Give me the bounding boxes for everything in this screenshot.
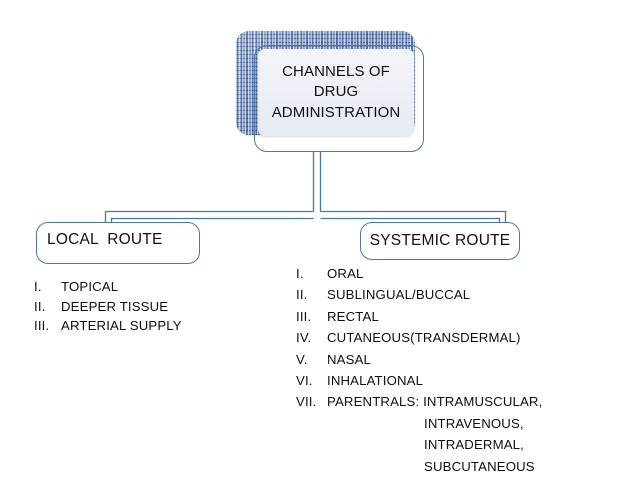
list-item-label: SUBLINGUAL/BUCCAL — [327, 287, 471, 303]
list-item-continuation: SUBCUTANEOUS — [424, 458, 535, 474]
list-item: III. RECTAL — [296, 306, 542, 327]
list-item: V. NASAL — [296, 349, 542, 370]
list-item-label: ORAL — [327, 266, 364, 281]
list-item-marker: IV. — [296, 330, 312, 346]
list-item-label: TOPICAL — [61, 279, 119, 294]
list-item: I. ORAL — [296, 263, 542, 284]
list-item-label: INHALATIONAL — [327, 373, 424, 389]
list-item-marker: I. — [34, 279, 42, 294]
list-item-marker: III. — [296, 308, 312, 324]
list-item: I. TOPICAL — [34, 277, 182, 297]
local-route-box[interactable]: LOCAL ROUTE — [36, 222, 200, 264]
list-item-marker: V. — [296, 351, 308, 367]
list-item-label: CUTANEOUS(TRANSDERMAL) — [327, 330, 521, 346]
systemic-route-label: SYSTEMIC ROUTE — [369, 232, 511, 249]
list-item: II. DEEPER TISSUE — [34, 297, 182, 317]
list-item-marker: VII. — [296, 394, 317, 410]
systemic-route-list: I. ORAL II. SUBLINGUAL/BUCCAL III. RECTA… — [296, 263, 542, 477]
root-node[interactable]: CHANNELS OF DRUG ADMINISTRATION — [258, 49, 414, 136]
list-item-marker: III. — [34, 318, 50, 333]
list-item: IV. CUTANEOUS(TRANSDERMAL) — [296, 327, 542, 348]
list-item-marker: II. — [34, 298, 46, 314]
list-item: VI. INHALATIONAL — [296, 370, 542, 391]
list-item-continuation: INTRAVENOUS, — [424, 415, 524, 431]
list-item-label: DEEPER TISSUE — [61, 298, 169, 314]
list-item-label: ARTERIAL SUPPLY — [61, 318, 182, 333]
list-item: II. SUBLINGUAL/BUCCAL — [296, 284, 542, 305]
root-node-outline-frame — [254, 45, 424, 152]
list-item-marker: II. — [296, 287, 308, 303]
local-route-list: I. TOPICAL II. DEEPER TISSUE III. ARTERI… — [34, 277, 182, 336]
list-item: III. ARTERIAL SUPPLY — [34, 316, 182, 336]
list-item-continuation: INTRADERMAL, — [424, 437, 524, 453]
local-route-label: LOCAL ROUTE — [47, 231, 163, 248]
list-item: VII. PARENTRALS: INTRAMUSCULAR, — [296, 391, 542, 412]
root-node-title: CHANNELS OF DRUG ADMINISTRATION — [271, 63, 401, 121]
systemic-route-box[interactable]: SYSTEMIC ROUTE — [360, 222, 520, 260]
list-item-marker: I. — [296, 266, 304, 281]
list-item-marker: VI. — [296, 373, 313, 389]
list-item-label: NASAL — [327, 351, 371, 367]
list-item-label: RECTAL — [327, 308, 379, 324]
list-item-label: PARENTRALS: INTRAMUSCULAR, — [327, 394, 543, 410]
